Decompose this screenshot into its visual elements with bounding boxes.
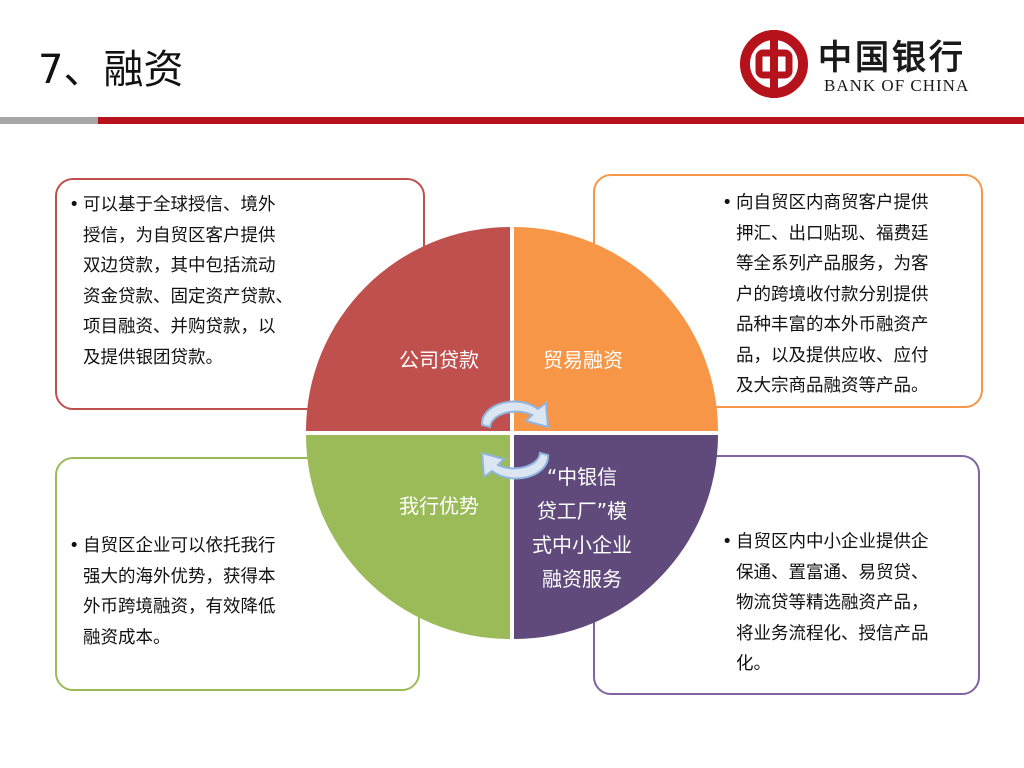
text-line: 品种丰富的本外币融资产 — [736, 315, 929, 335]
text-line: 资金贷款、固定资产贷款、 — [83, 286, 293, 307]
quadrant-sme-finance — [514, 435, 718, 639]
text-line: 及提供银团贷款。 — [83, 347, 223, 368]
logo-text-english: BANK OF CHINA — [824, 76, 970, 95]
text-line: 项目融资、并购贷款，以 — [83, 317, 276, 337]
text-line: 物流贷等精选融资产品， — [736, 593, 929, 613]
quadrant-our-advantage — [306, 435, 510, 639]
page-title: 7、融资 — [38, 47, 184, 93]
quadrant-corporate-loans — [306, 227, 510, 431]
text-line: 及大宗商品融资等产品。 — [736, 376, 929, 396]
text-line: 化。 — [736, 654, 771, 674]
text-line: 融资成本。 — [83, 627, 171, 648]
bank-of-china-emblem-icon — [740, 30, 808, 98]
bullet: • — [69, 536, 80, 556]
text-line: 押汇、出口贴现、福费廷 — [736, 223, 929, 244]
label-line: 融资服务 — [542, 567, 622, 591]
header-divider-gray — [0, 117, 98, 124]
box-corporate-loans-text: • 可以基于全球授信、境外 授信，为自贸区客户提供 双边贷款，其中包括流动 资金… — [69, 190, 293, 373]
text-line: 自贸区内中小企业提供企 — [736, 532, 929, 552]
bullet: • — [722, 193, 733, 213]
text-line: 授信，为自贸区客户提供 — [83, 225, 276, 246]
text-line: 强大的海外优势，获得本 — [83, 566, 276, 587]
label-line: “中银信 — [546, 465, 618, 489]
label-line: 式中小企业 — [532, 533, 632, 557]
logo-text-chinese: 中国银行 — [818, 38, 966, 78]
text-line: 外币跨境融资，有效降低 — [83, 597, 276, 617]
text-line: 自贸区企业可以依托我行 — [83, 536, 276, 556]
text-line: 户的跨境收付款分别提供 — [736, 284, 929, 305]
bank-logo: 中国银行 BANK OF CHINA — [738, 30, 1008, 100]
quadrant-circle — [306, 227, 718, 639]
text-line: 可以基于全球授信、境外 — [83, 195, 276, 215]
box-our-advantage-text: • 自贸区企业可以依托我行 强大的海外优势，获得本 外币跨境融资，有效降低 融资… — [69, 531, 276, 653]
quadrant-label-trade-finance: 贸易融资 — [543, 348, 623, 372]
bullet: • — [69, 195, 80, 215]
quadrant-label-our-advantage: 我行优势 — [399, 494, 479, 518]
text-line: 品，以及提供应收、应付 — [736, 345, 929, 366]
quadrant-trade-finance — [514, 227, 718, 431]
text-line: 保通、置富通、易贸贷、 — [736, 562, 929, 583]
text-line: 向自贸区内商贸客户提供 — [736, 193, 929, 213]
quadrant-label-sme-finance: “中银信 贷工厂”模 式中小企业 融资服务 — [520, 460, 644, 596]
header-divider-red — [98, 117, 1024, 124]
quadrant-label-corporate-loans: 公司贷款 — [399, 348, 479, 372]
bullet: • — [722, 532, 733, 552]
box-trade-finance-text: • 向自贸区内商贸客户提供 押汇、出口贴现、福费廷 等全系列产品服务，为客 户的… — [722, 188, 929, 402]
text-line: 双边贷款，其中包括流动 — [83, 256, 276, 276]
box-sme-finance-text: • 自贸区内中小企业提供企 保通、置富通、易贸贷、 物流贷等精选融资产品， 将业… — [722, 527, 929, 680]
text-line: 等全系列产品服务，为客 — [736, 254, 929, 274]
text-line: 将业务流程化、授信产品 — [736, 623, 929, 644]
box-our-advantage: • 自贸区企业可以依托我行 强大的海外优势，获得本 外币跨境融资，有效降低 融资… — [55, 457, 420, 691]
label-line: 贷工厂”模 — [536, 499, 628, 523]
cycle-arrows-icon — [480, 400, 550, 480]
